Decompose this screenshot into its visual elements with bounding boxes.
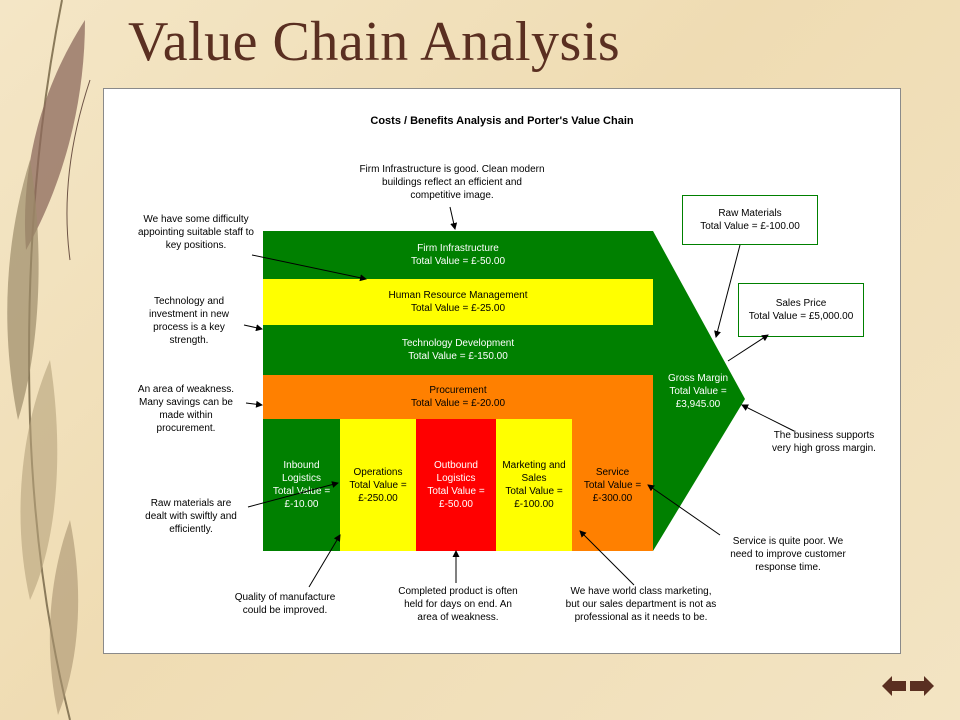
arrow-left-icon xyxy=(882,676,906,696)
prev-slide-button[interactable] xyxy=(882,676,906,696)
slide-title: Value Chain Analysis xyxy=(128,11,621,73)
note-firm-infrastructure: Firm Infrastructure is good. Clean moder… xyxy=(359,164,545,201)
callout-arrows xyxy=(243,206,795,588)
value-chain-diagram: Costs / Benefits Analysis and Porter's V… xyxy=(103,88,901,654)
next-slide-button[interactable] xyxy=(910,676,934,696)
decorative-leaves xyxy=(7,0,91,720)
diagram-title: Costs / Benefits Analysis and Porter's V… xyxy=(370,115,634,127)
note-marketing: We have world class marketing,but our sa… xyxy=(565,586,717,623)
arrow-right-icon xyxy=(910,676,934,696)
